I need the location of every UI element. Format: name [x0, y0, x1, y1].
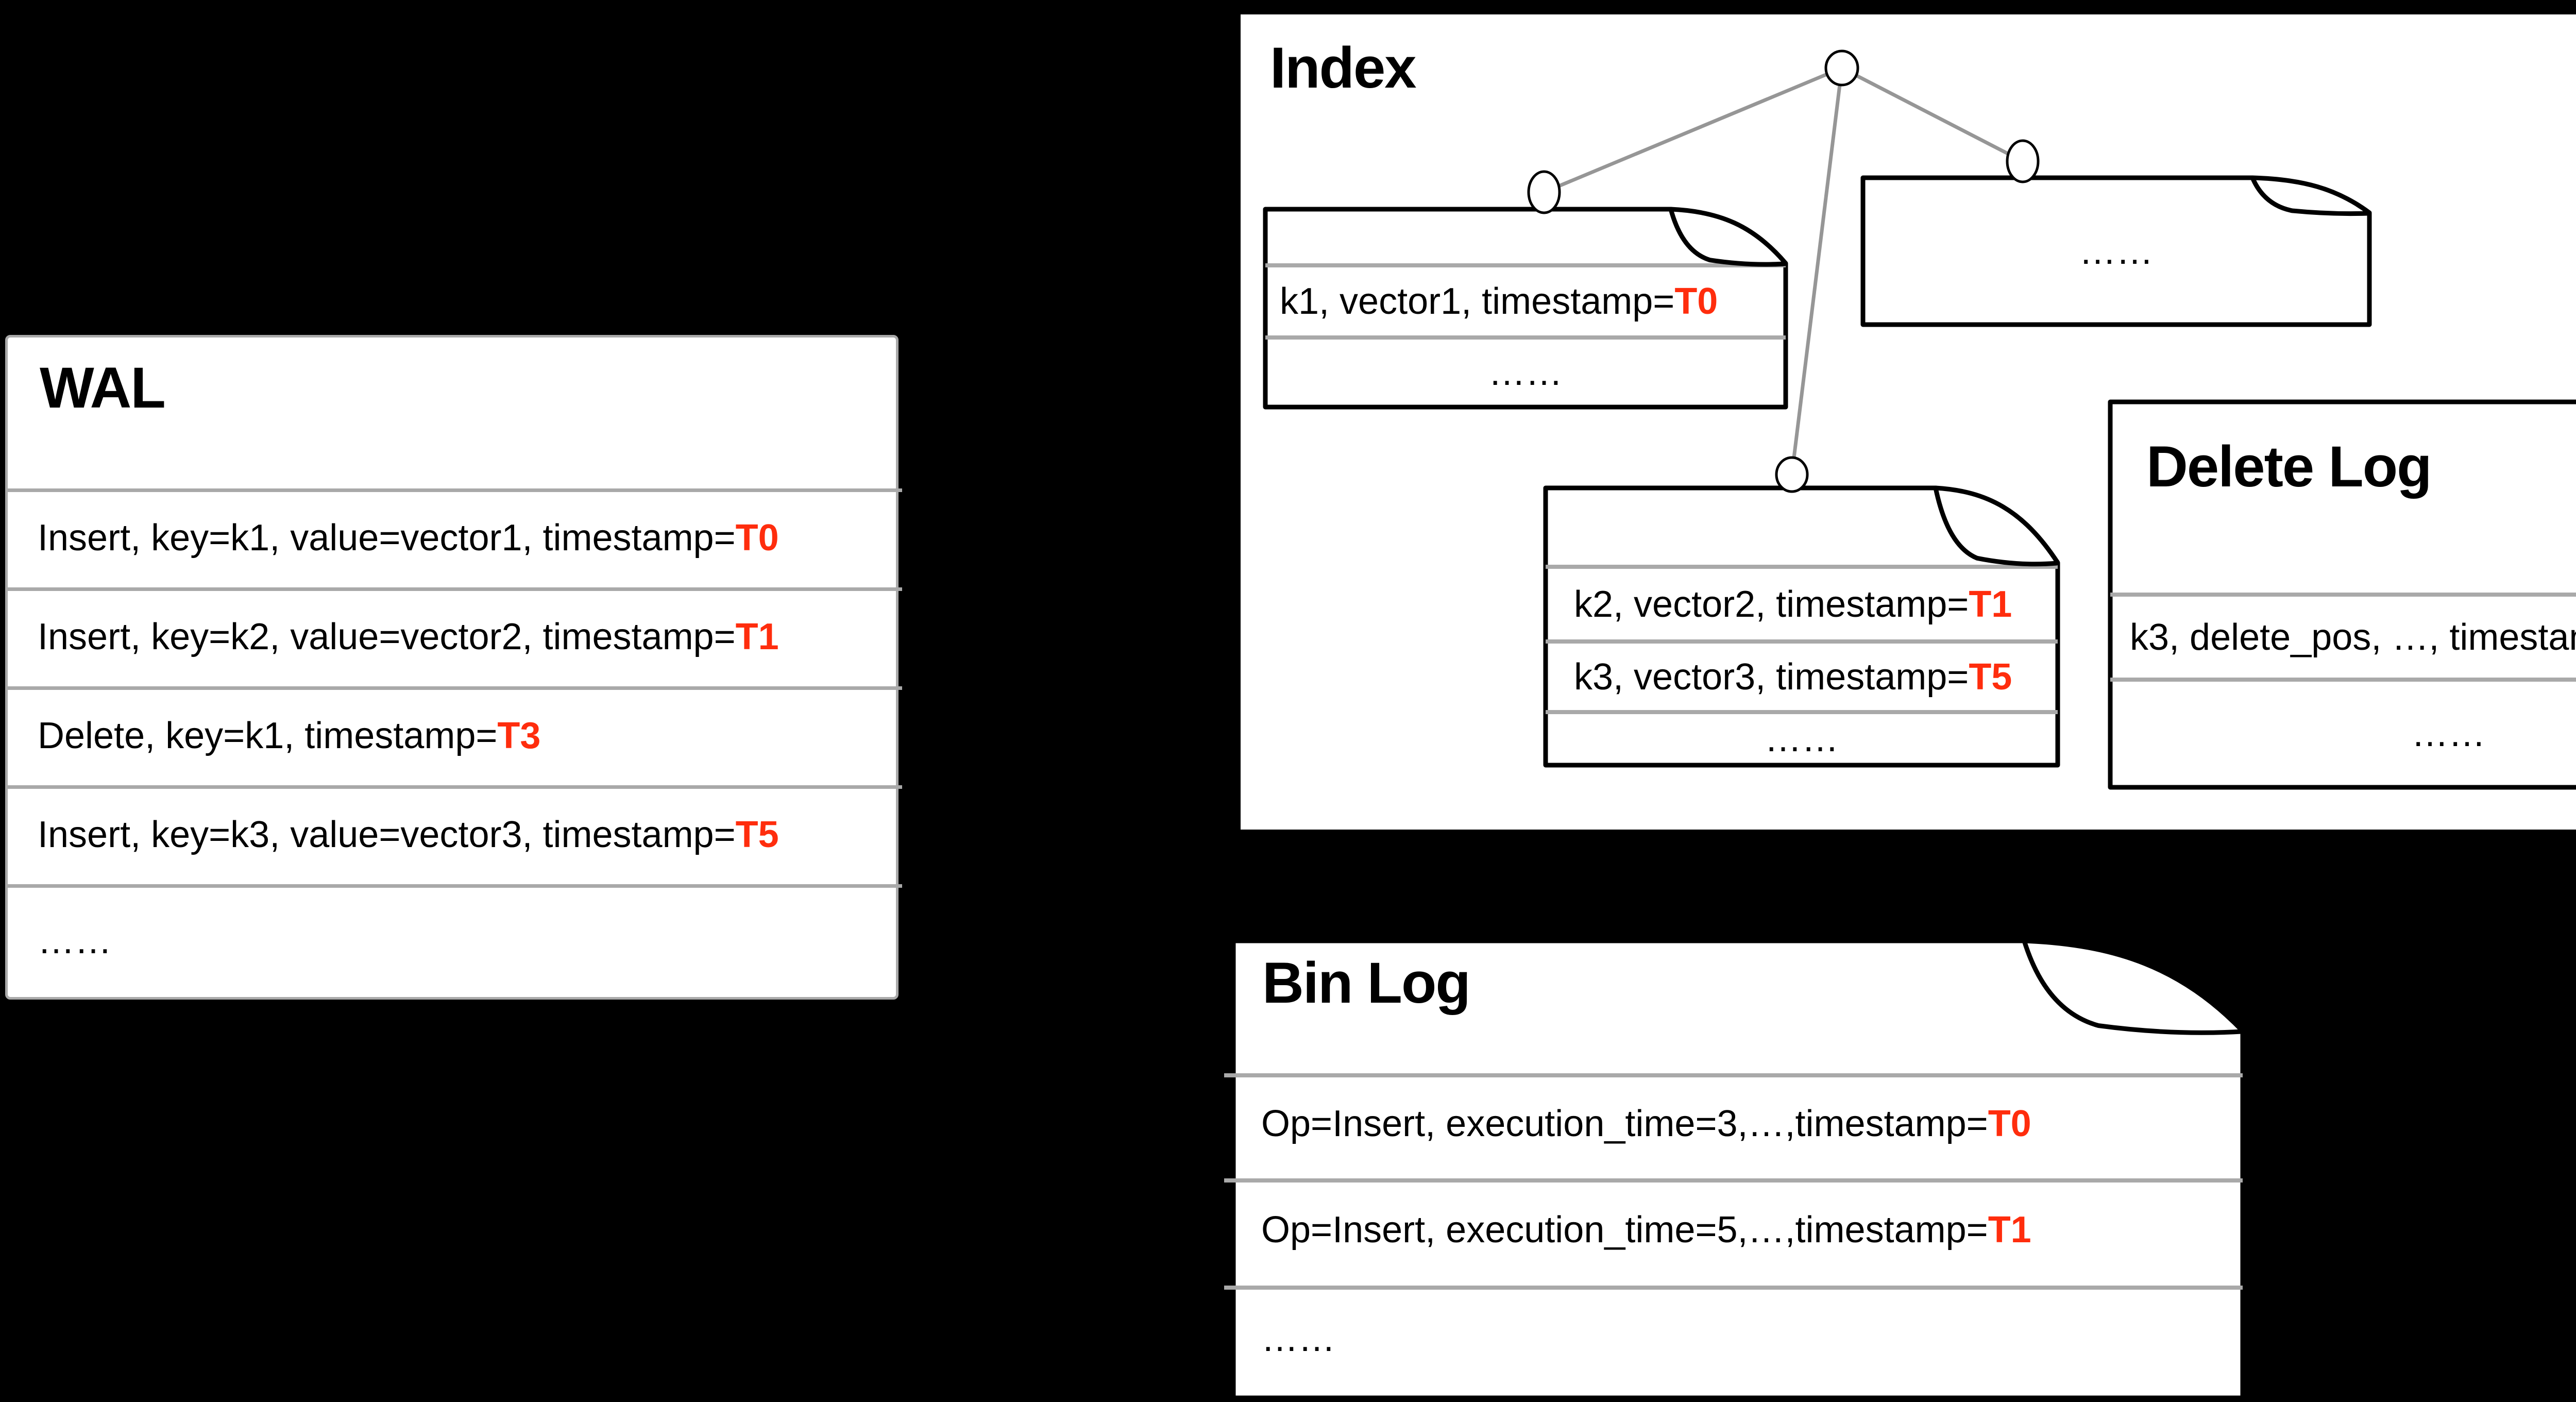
- timestamp-value: T1: [735, 616, 779, 657]
- divider: [8, 884, 902, 888]
- timestamp-value: T0: [1988, 1103, 2031, 1144]
- segment-row: ……: [1863, 178, 2369, 325]
- folded-corner: [2250, 175, 2371, 216]
- bin-log-file: [1224, 938, 2245, 1400]
- index-right-segment-rows: ……: [1863, 178, 2369, 325]
- file-shape-outline: [1231, 938, 2245, 1400]
- index-left-segment-rows: k1, vector1, timestamp=T0 ……: [1265, 209, 1786, 407]
- folded-corner: [1933, 485, 2059, 567]
- segment-row: ……: [1265, 337, 1786, 407]
- index-left-segment-file: [1263, 207, 1788, 410]
- bin-log-content: Bin Log Op=Insert, execution_time=3,…,ti…: [1229, 937, 2239, 1394]
- wal-row: ……: [38, 884, 886, 997]
- delete-log-title: Delete Log: [2146, 434, 2432, 499]
- divider: [8, 488, 902, 492]
- wal-row-text: Insert, key=k3, value=vector3, timestamp…: [38, 814, 736, 855]
- index-title: Index: [1270, 36, 1417, 100]
- wal-title: WAL: [40, 356, 166, 420]
- timestamp-value: T1: [1988, 1209, 2031, 1251]
- tree-edge: [1790, 67, 1844, 475]
- segment-row-text: k2, vector2, timestamp=: [1574, 583, 1969, 625]
- timestamp-value: T0: [1674, 281, 1718, 322]
- timestamp-value: T5: [735, 814, 779, 855]
- divider: [8, 587, 902, 591]
- timestamp-value: T3: [497, 715, 541, 756]
- divider: [8, 686, 902, 690]
- wal-row: Delete, key=k1, timestamp=T3: [38, 686, 886, 785]
- segment-row: k2, vector2, timestamp=T1: [1574, 567, 2055, 641]
- wal-row: Insert, key=k1, value=vector1, timestamp…: [38, 488, 886, 587]
- folded-corner: [1668, 207, 1787, 267]
- bin-log-row: Op=Insert, execution_time=3,…,timestamp=…: [1261, 1071, 2233, 1176]
- delete-log-file: [2108, 399, 2576, 790]
- tree-edge: [1543, 66, 1843, 194]
- wal-row: Insert, key=k3, value=vector3, timestamp…: [38, 785, 886, 884]
- delete-log-row-text: ……: [2411, 713, 2486, 754]
- timestamp-value: T5: [1969, 656, 2012, 698]
- delete-log-row: k3, delete_pos, …, timestamp=T3: [2130, 595, 2576, 680]
- bin-log-row-text: Op=Insert, execution_time=5,…,timestamp=: [1261, 1209, 1988, 1251]
- delete-log-row: ……: [2110, 680, 2576, 787]
- bin-log-row: ……: [1261, 1283, 2233, 1394]
- timestamp-value: T0: [735, 517, 779, 559]
- segment-row-text: ……: [1488, 351, 1563, 393]
- wal-row-text: Insert, key=k2, value=vector2, timestamp…: [38, 616, 736, 657]
- tree-edge: [1841, 66, 2024, 163]
- segment-row-text: ……: [2079, 230, 2154, 272]
- index-right-segment-file: [1860, 175, 2372, 327]
- bin-log-row-text: Op=Insert, execution_time=3,…,timestamp=: [1261, 1103, 1988, 1144]
- folded-corner: [2022, 938, 2244, 1035]
- delete-log-content: Delete Log k3, delete_pos, …, timestamp=…: [2110, 402, 2576, 787]
- wal-row-text: Delete, key=k1, timestamp=: [38, 715, 498, 756]
- divider: [8, 785, 902, 789]
- tree-root-node: [1824, 49, 1859, 87]
- bin-log-title: Bin Log: [1262, 951, 1471, 1015]
- index-mid-segment-file: [1543, 485, 2060, 768]
- wal-panel: WAL Insert, key=k1, value=vector1, times…: [5, 335, 902, 1000]
- segment-row: ……: [1546, 712, 2058, 765]
- wal-row-text: Insert, key=k1, value=vector1, timestamp…: [38, 517, 736, 559]
- index-mid-segment-rows: k2, vector2, timestamp=T1 k3, vector3, t…: [1546, 488, 2058, 765]
- segment-row: k1, vector1, timestamp=T0: [1280, 265, 1781, 337]
- bin-log-row-text: ……: [1261, 1318, 1335, 1359]
- wal-row-text: ……: [38, 920, 112, 961]
- bin-log-row: Op=Insert, execution_time=5,…,timestamp=…: [1261, 1176, 2233, 1283]
- timestamp-value: T1: [1969, 583, 2012, 625]
- delete-log-row-text: k3, delete_pos, …, timestamp=: [2130, 616, 2576, 658]
- wal-row: Insert, key=k2, value=vector2, timestamp…: [38, 587, 886, 686]
- segment-row-text: k1, vector1, timestamp=: [1280, 281, 1675, 322]
- index-panel: Index k1, vector1, timestamp=T0 …… k2, v…: [1233, 7, 2576, 837]
- segment-row-text: ……: [1765, 718, 1839, 759]
- segment-row: k3, vector3, timestamp=T5: [1574, 641, 2055, 712]
- segment-row-text: k3, vector3, timestamp=: [1574, 656, 1969, 698]
